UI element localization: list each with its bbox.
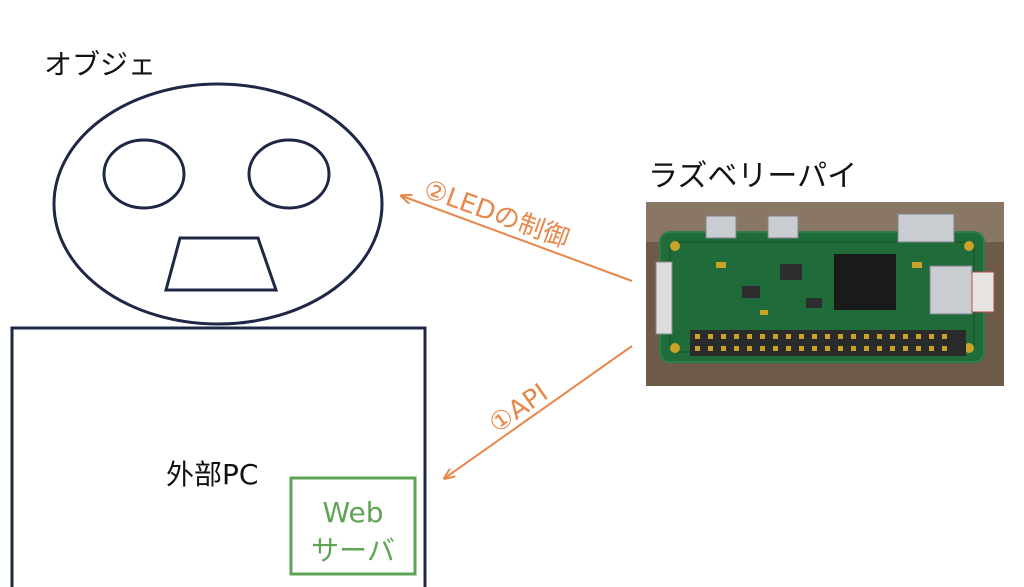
mounting-hole [670, 241, 680, 251]
web-server-label-line1: Web [322, 496, 383, 529]
raspberry-pi-board-image [646, 202, 1004, 386]
mini-hdmi-connector [897, 213, 955, 243]
api-arrow-label: ①API [484, 378, 554, 440]
sd-card-slot [929, 265, 973, 315]
raspberry-pi-title: ラズベリーパイ [648, 159, 857, 194]
gpio-pins [695, 334, 947, 351]
api-arrow [445, 345, 633, 478]
small-chip [780, 264, 802, 280]
web-server-label-line2: サーバ [311, 534, 395, 567]
soc-chip [834, 254, 896, 310]
camera-connector [655, 261, 673, 335]
sd-card [971, 271, 995, 313]
object-right-eye [247, 138, 331, 210]
external-pc-box [10, 326, 427, 587]
object-mouth [164, 236, 279, 292]
mounting-hole [670, 343, 680, 353]
web-server-box [289, 476, 417, 576]
led-control-arrow-label: ②LEDの制御 [420, 174, 573, 254]
mounting-hole [964, 241, 974, 251]
small-chip [742, 286, 760, 298]
micro-usb-connector [767, 215, 799, 239]
external-pc-label: 外部PC [166, 458, 258, 491]
smd-component [912, 262, 922, 268]
smd-component [716, 262, 726, 268]
object-left-eye [102, 138, 186, 210]
micro-usb-connector [705, 215, 737, 239]
object-title: オブジェ [44, 48, 156, 81]
smd-component [760, 310, 768, 315]
mounting-hole [964, 343, 974, 353]
led-control-arrow [402, 196, 633, 282]
object-head [52, 82, 384, 326]
small-chip [806, 298, 822, 308]
gpio-header [690, 330, 966, 356]
